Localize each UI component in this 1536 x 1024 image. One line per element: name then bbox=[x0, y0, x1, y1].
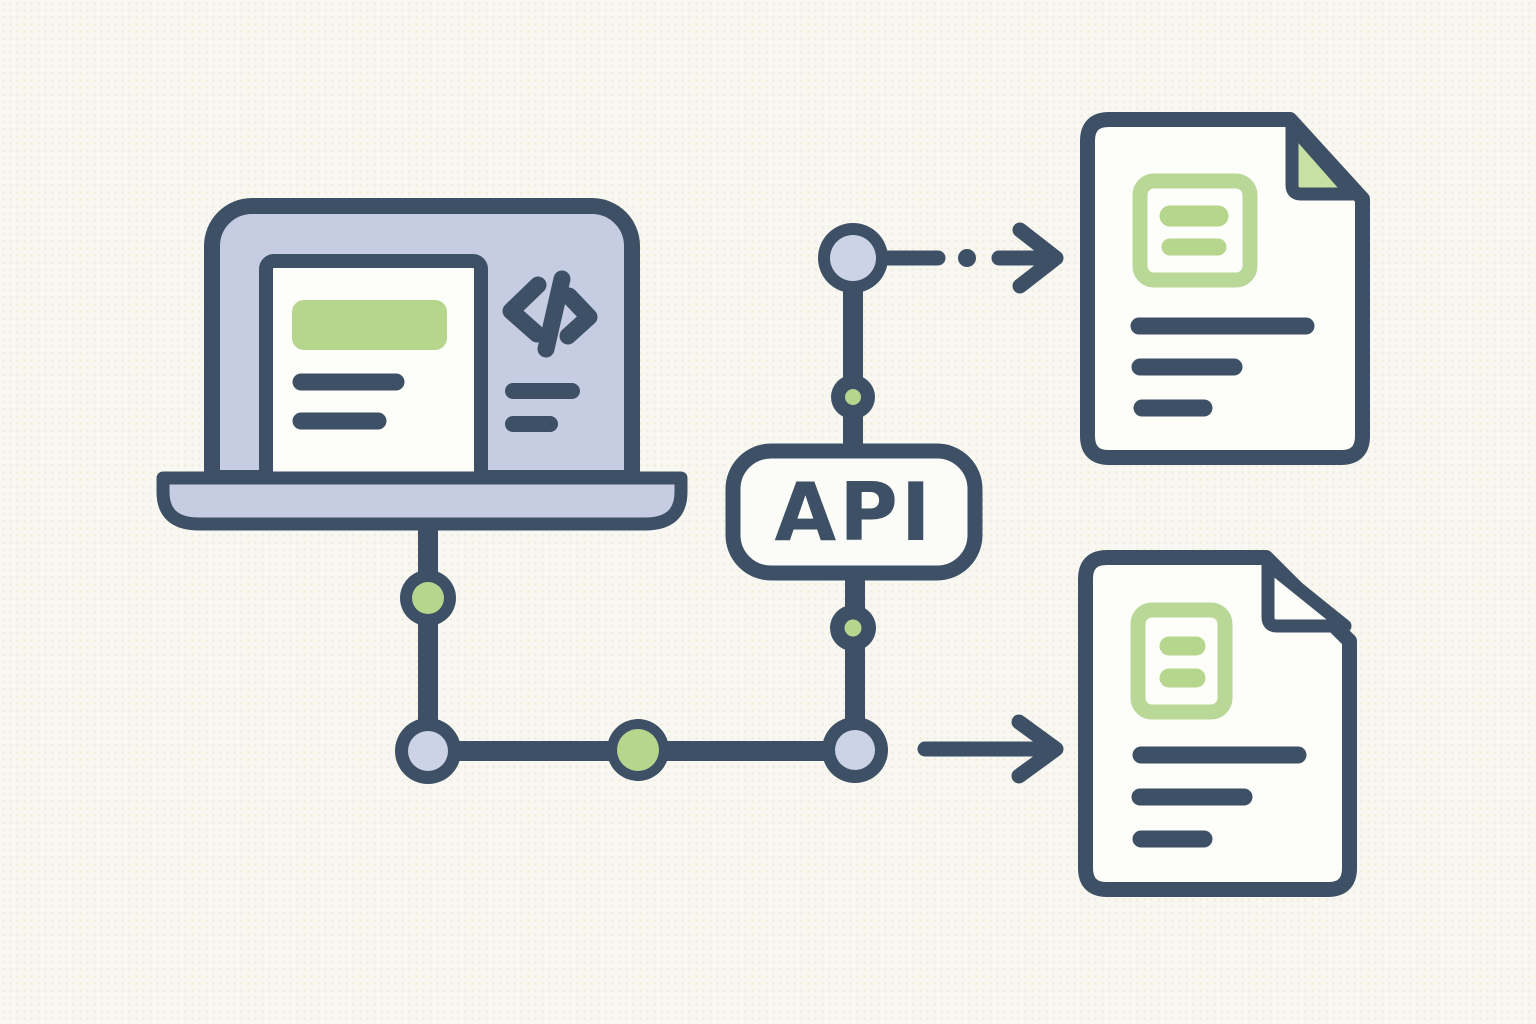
bottom-right-node bbox=[822, 717, 888, 783]
below-api-dot-node bbox=[830, 605, 876, 651]
api-box: API bbox=[725, 443, 983, 581]
node-core bbox=[617, 729, 659, 771]
document-green-box bbox=[1132, 173, 1258, 288]
dashed-arrow-icon bbox=[880, 222, 1064, 294]
flow-nodes bbox=[395, 223, 888, 784]
code-right-chevron bbox=[559, 287, 598, 345]
code-left-chevron bbox=[502, 276, 547, 343]
bottom-middle-node bbox=[607, 719, 669, 781]
top-circle-node bbox=[818, 223, 888, 293]
document-fold-corner bbox=[1285, 119, 1359, 201]
node-core bbox=[408, 731, 448, 771]
node-core bbox=[845, 389, 861, 405]
bottom-left-node bbox=[395, 718, 461, 784]
dashed-arrow-head bbox=[1012, 222, 1064, 294]
solid-arrow-icon bbox=[917, 714, 1064, 784]
document-green-bars bbox=[1159, 636, 1206, 688]
dashed-arrow-dot bbox=[958, 249, 976, 267]
code-text-lines bbox=[505, 383, 580, 432]
document-green-bars bbox=[1159, 205, 1229, 256]
above-api-dot-node bbox=[831, 375, 875, 419]
document-icon-top bbox=[1080, 112, 1370, 465]
screen-green-block bbox=[292, 300, 447, 350]
document-text-lines bbox=[1130, 317, 1315, 417]
api-box-outline bbox=[725, 443, 983, 581]
code-slash bbox=[537, 270, 571, 358]
solid-arrow-head bbox=[1011, 714, 1064, 784]
node-core bbox=[830, 235, 876, 281]
node-core bbox=[835, 730, 875, 770]
api-label: API bbox=[774, 466, 933, 559]
code-icon bbox=[502, 270, 598, 358]
screen-text-lines bbox=[292, 373, 405, 430]
screen-document-panel bbox=[259, 254, 488, 490]
document-green-box bbox=[1130, 602, 1233, 720]
document-icon-bottom bbox=[1078, 550, 1357, 897]
laptop-stem-node bbox=[400, 570, 456, 626]
node-core bbox=[844, 619, 862, 637]
document-fold-corner bbox=[1261, 557, 1352, 633]
laptop-icon bbox=[156, 198, 688, 531]
laptop-base bbox=[156, 471, 688, 531]
document-text-lines bbox=[1131, 746, 1307, 848]
node-core bbox=[412, 582, 444, 614]
